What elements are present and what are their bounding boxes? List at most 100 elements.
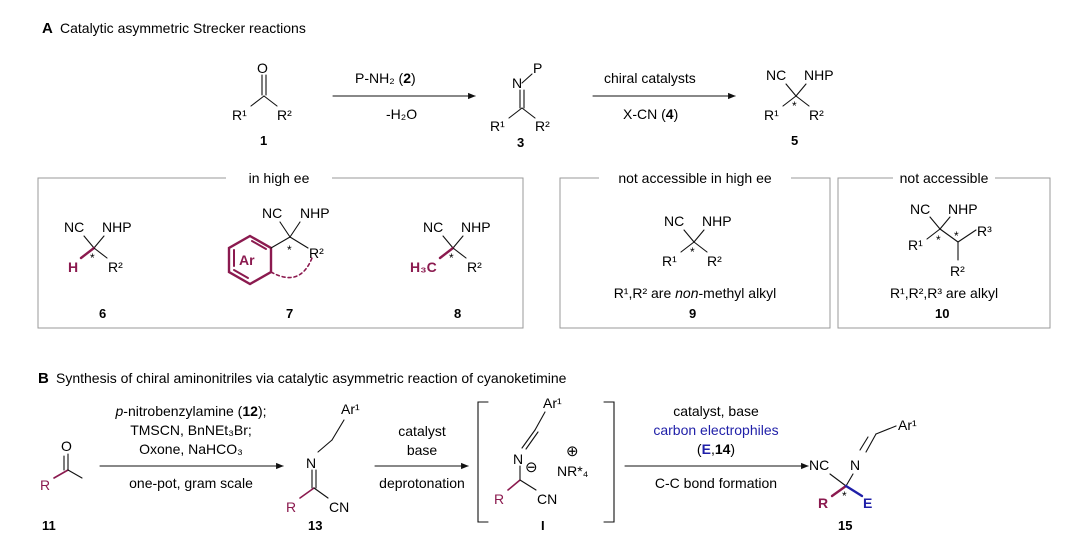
panel-a-letter: A	[42, 20, 53, 37]
nc-label: NC	[766, 67, 786, 83]
ar1-label: Ar¹	[543, 395, 562, 411]
r1-label: R¹	[662, 253, 677, 269]
nhp-label: NHP	[702, 213, 732, 229]
step-3-bottom: C-C bond formation	[655, 475, 777, 491]
compound-10-structure: NC NHP * * R¹ R³ R²	[908, 201, 992, 279]
ar1-label: Ar¹	[341, 401, 360, 417]
r2-label: R²	[309, 245, 324, 261]
panel-b: B Synthesis of chiral aminonitriles via …	[38, 370, 917, 533]
reagent-2-bottom: X-CN (4)	[623, 106, 678, 122]
compound-number-8: 8	[454, 306, 461, 321]
r2-label: R²	[277, 107, 292, 123]
compound-number-7: 7	[286, 306, 293, 321]
stereocenter-star: *	[90, 251, 95, 265]
oxygen-label: O	[61, 438, 72, 454]
r2-label: R²	[467, 259, 482, 275]
step-3-top-3: (E,14)	[697, 441, 735, 457]
compound-13-structure: Ar¹ N R CN	[286, 401, 360, 515]
compound-3-structure: N P R¹ R²	[490, 60, 550, 134]
r1-label: R¹	[490, 118, 505, 134]
nhp-label: NHP	[102, 219, 132, 235]
compound-7-structure: Ar NC NHP * R²	[227, 205, 330, 286]
compound-number-1: 1	[260, 133, 267, 148]
compound-6-structure: NC NHP H * R²	[64, 219, 132, 275]
compound-15-structure: Ar¹ N NC * R E	[809, 417, 917, 511]
nc-label: NC	[910, 201, 930, 217]
compound-number-6: 6	[99, 306, 106, 321]
r1-label: R¹	[764, 107, 779, 123]
compound-number-10: 10	[935, 306, 949, 321]
positive-charge-icon: ⊕	[566, 443, 579, 460]
nc-label: NC	[664, 213, 684, 229]
stereocenter-star: *	[954, 229, 959, 243]
box-2-note: R¹,R² are non-methyl alkyl	[614, 285, 777, 301]
step-1-bottom: one-pot, gram scale	[129, 475, 253, 491]
negative-charge-icon: ⊖	[525, 459, 538, 476]
step-3-top-2: carbon electrophiles	[653, 422, 778, 438]
compound-number-9: 9	[689, 306, 696, 321]
box-in-high-ee: in high ee NC NHP H * R² 6 Ar	[37, 170, 524, 329]
step-1-line-3: Oxone, NaHCO₃	[139, 441, 243, 457]
compound-1-structure: O R¹ R²	[232, 60, 292, 123]
nhp-label: NHP	[948, 201, 978, 217]
nc-label: NC	[423, 219, 443, 235]
panel-a: A Catalytic asymmetric Strecker reaction…	[37, 20, 1051, 329]
r2-label: R²	[707, 253, 722, 269]
hydrogen-label: H	[68, 259, 78, 275]
compound-number-5: 5	[791, 133, 798, 148]
cn-label: CN	[537, 491, 557, 507]
reagent-1-top: P-NH₂ (2)	[355, 70, 416, 86]
stereocenter-star: *	[936, 233, 941, 247]
r3-label: R³	[977, 223, 992, 239]
ar1-label: Ar¹	[898, 417, 917, 433]
r-label: R	[818, 495, 828, 511]
compound-8-structure: NC NHP H₃C * R²	[410, 219, 491, 275]
panel-a-title: Catalytic asymmetric Strecker reactions	[60, 20, 306, 36]
r2-label: R²	[535, 118, 550, 134]
intermediate-i-structure: Ar¹ N ⊖ ⊕ NR*₄ R CN	[477, 395, 615, 523]
box-not-accessible: not accessible NC NHP * * R¹ R³ R² R¹,R²…	[837, 170, 1051, 329]
r2-label: R²	[950, 263, 965, 279]
compound-9-structure: NC NHP * R¹ R²	[662, 213, 732, 269]
nitrogen-label: N	[512, 75, 522, 91]
step-2-bottom: deprotonation	[379, 475, 465, 491]
compound-5-structure: NC NHP * R¹ R²	[764, 67, 834, 123]
box-2-title: not accessible in high ee	[618, 170, 772, 186]
stereocenter-star: *	[792, 99, 797, 113]
p-label: P	[533, 60, 542, 76]
panel-b-letter: B	[38, 370, 49, 387]
r-label: R	[286, 499, 296, 515]
compound-11-structure: O R	[40, 438, 83, 493]
box-3-note: R¹,R²,R³ are alkyl	[890, 285, 998, 301]
step-1-line-2: TMSCN, BnNEt₃Br;	[130, 422, 252, 438]
stereocenter-star: *	[690, 245, 695, 259]
compound-number-3: 3	[517, 135, 524, 150]
stereocenter-star: *	[287, 243, 292, 257]
box-3-title: not accessible	[900, 170, 989, 186]
reagent-2-top: chiral catalysts	[604, 70, 696, 86]
r-label: R	[494, 491, 504, 507]
ammonium-label: NR*₄	[557, 463, 589, 479]
step-2-top-1: catalyst	[398, 423, 446, 439]
nc-label: NC	[262, 205, 282, 221]
stereocenter-star: *	[842, 489, 847, 503]
methyl-label: H₃C	[410, 259, 437, 275]
compound-number-15: 15	[838, 518, 852, 533]
step-2-top-2: base	[407, 442, 438, 458]
nhp-label: NHP	[804, 67, 834, 83]
nitrogen-label: N	[306, 455, 316, 471]
nc-label: NC	[64, 219, 84, 235]
nitrogen-label: N	[513, 451, 523, 467]
compound-number-13: 13	[308, 518, 322, 533]
compound-number-11: 11	[42, 518, 56, 533]
cn-label: CN	[329, 499, 349, 515]
r1-label: R¹	[232, 107, 247, 123]
intermediate-label: I	[541, 518, 545, 533]
r2-label: R²	[108, 259, 123, 275]
nhp-label: NHP	[461, 219, 491, 235]
step-1-line-1: p-nitrobenzylamine (12);	[115, 403, 267, 419]
oxygen-label: O	[257, 60, 268, 76]
r2-label: R²	[809, 107, 824, 123]
nitrogen-label: N	[850, 457, 860, 473]
